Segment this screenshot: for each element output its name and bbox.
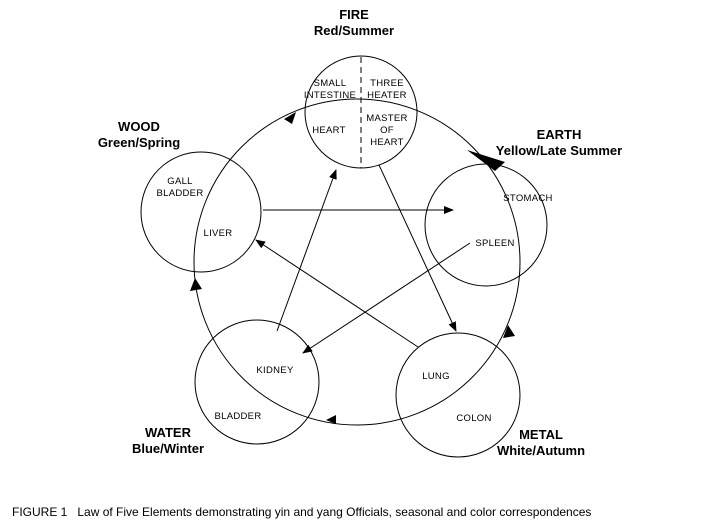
figure-caption: FIGURE 1 Law of Five Elements demonstrat… <box>12 505 591 519</box>
earth-title: EARTH <box>537 127 582 142</box>
arrow-fire-to-metal <box>378 164 457 332</box>
organ-heart: HEART <box>312 125 346 136</box>
water-season: Blue/Winter <box>132 441 204 456</box>
wood-season: Green/Spring <box>98 135 180 150</box>
organ-three-heater-line1: THREE <box>370 78 404 89</box>
water-circle <box>194 319 320 445</box>
fire-title: FIRE <box>339 7 369 22</box>
arrow-earth-to-kidney <box>302 242 471 354</box>
organ-bladder: BLADDER <box>215 411 262 422</box>
metal-title: METAL <box>519 427 563 442</box>
organ-master-of-heart-line3: HEART <box>370 137 404 148</box>
organ-spleen: SPLEEN <box>475 238 514 249</box>
fire-season: Red/Summer <box>314 23 394 38</box>
organ-small-intestine-line1: SMALL <box>314 78 347 89</box>
cycle-arrow-metal-to-water <box>326 415 336 424</box>
arrow-metal-to-liver <box>255 239 419 348</box>
earth-season: Yellow/Late Summer <box>496 143 622 158</box>
wood-circle <box>140 151 262 273</box>
wood-title: WOOD <box>118 119 160 134</box>
organ-colon: COLON <box>456 413 491 424</box>
metal-circle <box>395 332 521 458</box>
water-title: WATER <box>145 425 192 440</box>
earth-circle <box>424 163 548 287</box>
organ-gall-bladder-line1: GALL <box>167 176 193 187</box>
organ-kidney: KIDNEY <box>256 365 294 376</box>
organ-gall-bladder-line2: BLADDER <box>157 188 204 199</box>
organ-lung: LUNG <box>422 371 450 382</box>
organ-small-intestine-line2: INTESTINE <box>304 90 356 101</box>
organ-stomach: STOMACH <box>503 193 552 204</box>
generating-cycle-circle <box>193 98 521 426</box>
arrow-water-to-fire <box>276 169 337 332</box>
metal-season: White/Autumn <box>497 443 585 458</box>
organ-liver: LIVER <box>204 228 233 239</box>
cycle-arrow-water-to-wood <box>190 278 202 291</box>
organ-master-of-heart-line1: MASTER <box>366 113 407 124</box>
organ-master-of-heart-line2: OF <box>380 125 394 136</box>
cycle-arrow-fire-to-earth <box>467 150 505 171</box>
organ-three-heater-line2: HEATER <box>367 90 407 101</box>
cycle-arrow-earth-to-metal <box>503 325 515 338</box>
cycle-arrow-wood-to-fire <box>284 112 296 124</box>
